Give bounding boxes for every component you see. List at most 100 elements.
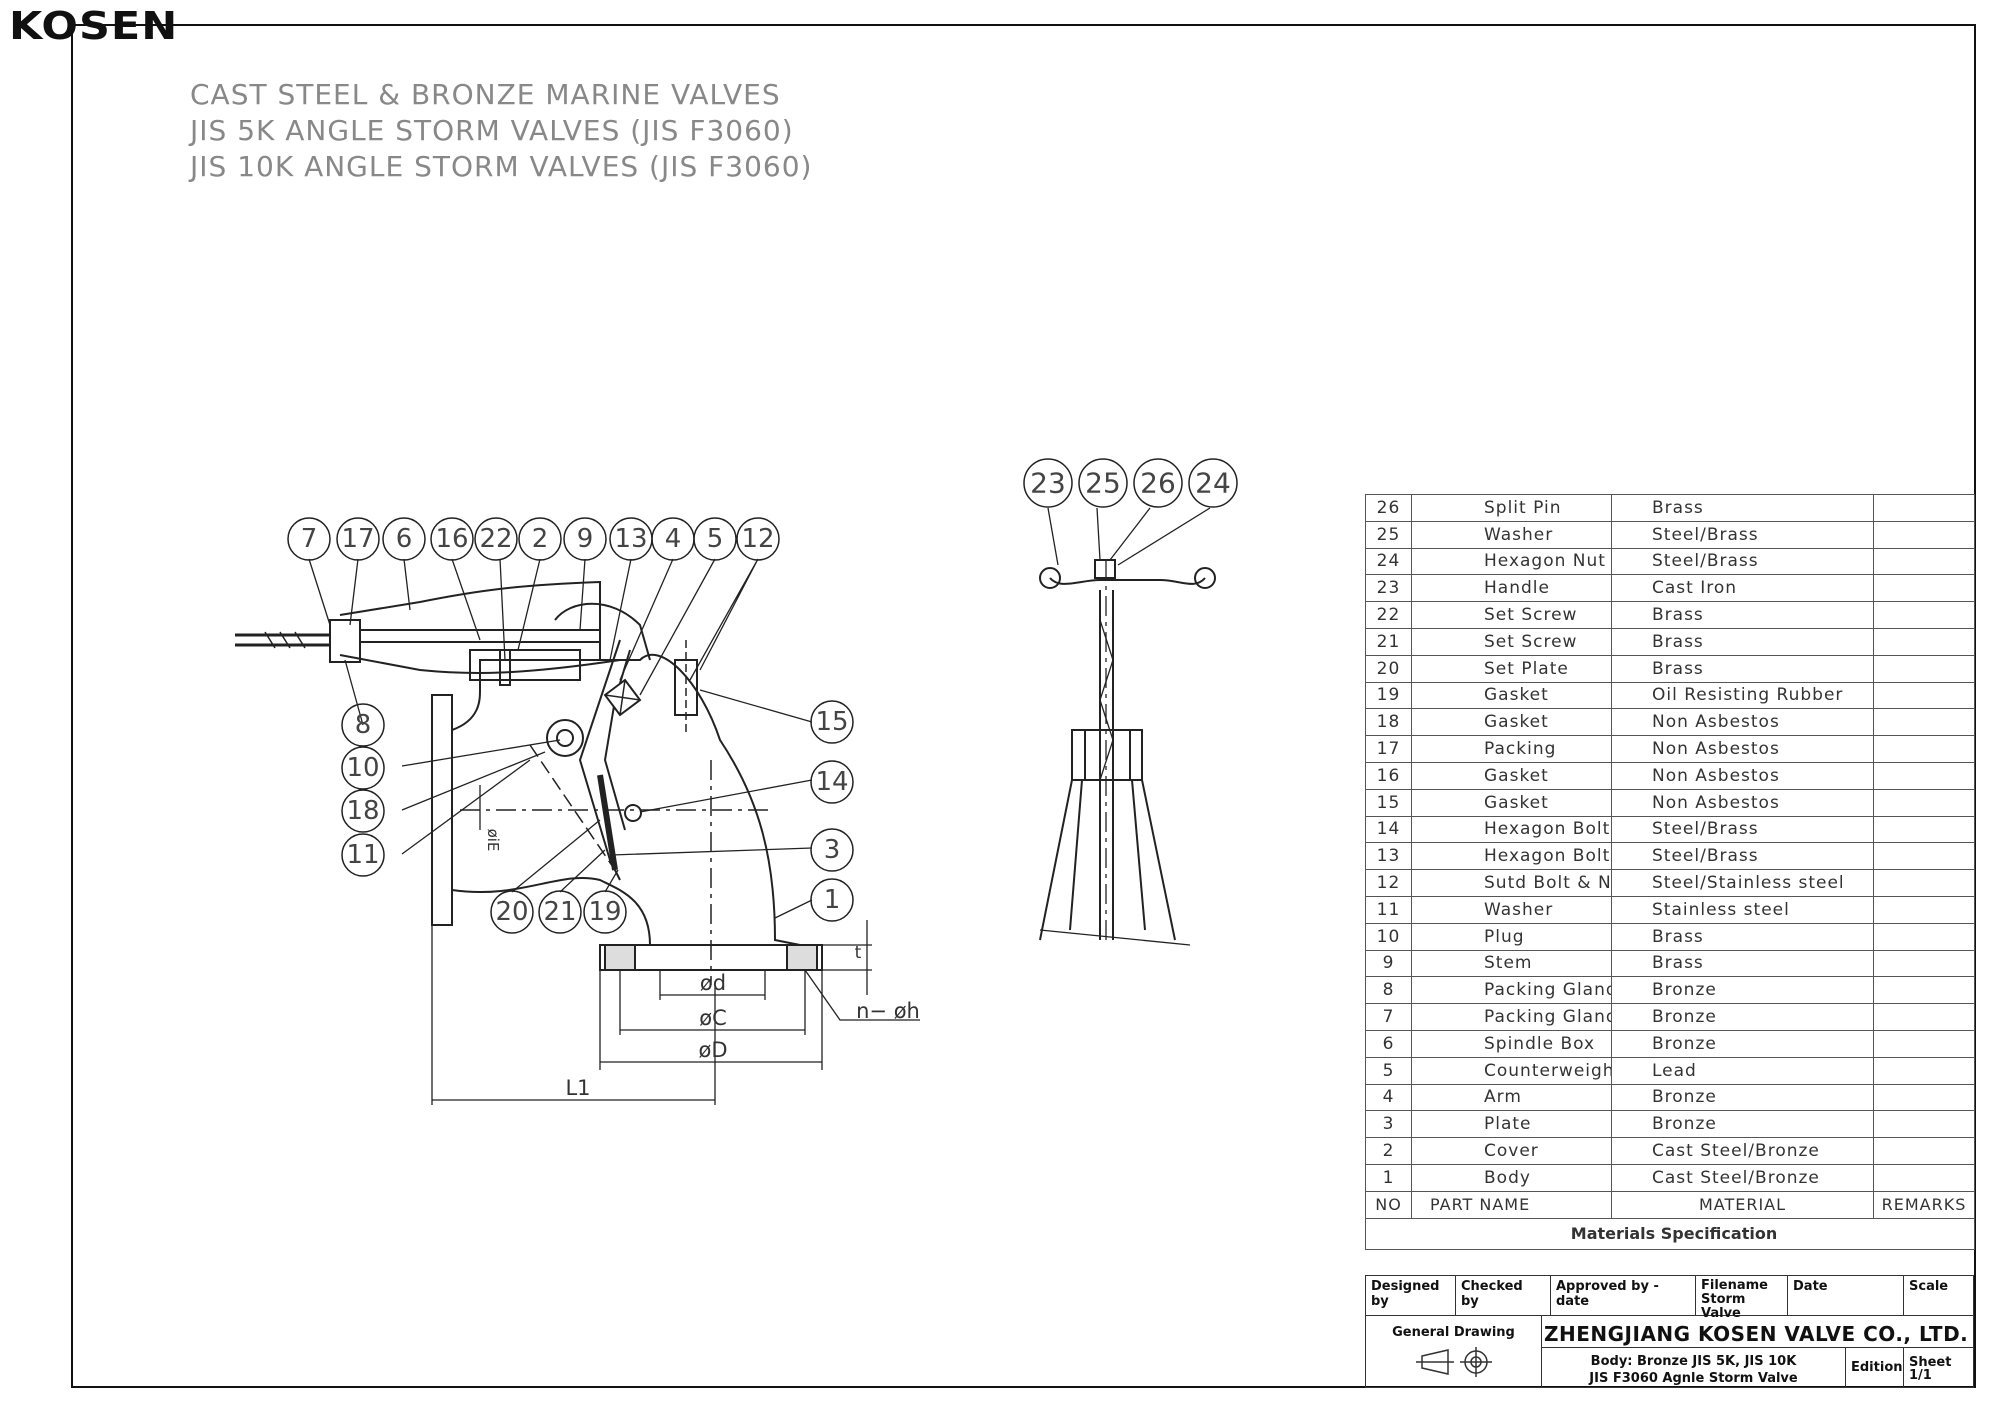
part-material: Bronze [1611, 1083, 1874, 1112]
part-material: Steel/Brass [1611, 842, 1874, 871]
body-line-1: Body: Bronze JIS 5K, JIS 10K [1590, 1354, 1797, 1369]
part-name: Plug [1411, 922, 1612, 951]
part-name: Plate [1411, 1110, 1612, 1139]
part-remarks [1873, 761, 1975, 790]
part-name: Stem [1411, 949, 1612, 978]
part-no: 12 [1365, 869, 1412, 897]
part-remarks [1873, 601, 1975, 629]
body-outline [451, 653, 801, 946]
designed-by: Designed by [1366, 1276, 1456, 1316]
balloon-10: 10 [346, 753, 379, 783]
part-name: Packing [1411, 735, 1612, 763]
part-no: 17 [1365, 735, 1412, 763]
balloons [287, 458, 1238, 934]
dim-D: øD [698, 1038, 727, 1062]
part-no: 8 [1365, 976, 1412, 1005]
part-material: Oil Resisting Rubber [1611, 681, 1874, 710]
balloon-1: 1 [824, 885, 841, 915]
leader-lines [308, 507, 1211, 919]
part-remarks [1873, 842, 1975, 871]
inlet-flange [431, 694, 453, 926]
dim-d: ød [700, 971, 726, 995]
date-cell: Date [1788, 1276, 1904, 1316]
part-name: Washer [1411, 520, 1612, 549]
balloon-12: 12 [741, 524, 774, 554]
part-material: Stainless steel [1611, 895, 1874, 924]
part-material: Steel/Brass [1611, 815, 1874, 844]
part-material: Bronze [1611, 1110, 1874, 1139]
part-remarks [1873, 654, 1975, 683]
part-no: 3 [1365, 1110, 1412, 1139]
title-line-3: JIS 10K ANGLE STORM VALVES (JIS F3060) [190, 150, 813, 183]
company-name: ZHENGJIANG KOSEN VALVE CO., LTD. [1542, 1316, 1974, 1348]
part-no: 23 [1365, 574, 1412, 603]
balloon-4: 4 [665, 524, 682, 554]
part-material: Brass [1611, 601, 1874, 629]
part-no: 9 [1365, 949, 1412, 978]
dim-e: øiE [484, 829, 502, 852]
part-remarks [1873, 976, 1975, 1005]
approved-by: Approved by - date [1551, 1276, 1696, 1316]
part-name: Gasket [1411, 708, 1612, 737]
body-description: Body: Bronze JIS 5K, JIS 10K JIS F3060 A… [1542, 1348, 1846, 1388]
balloon-19: 19 [588, 897, 621, 927]
part-name: Counterweight [1411, 1056, 1612, 1085]
header-part-name: PART NAME [1411, 1190, 1612, 1219]
part-no: 24 [1365, 547, 1412, 576]
part-material: Brass [1611, 627, 1874, 656]
part-remarks [1873, 708, 1975, 737]
balloon-14: 14 [815, 767, 848, 797]
part-name: Gasket [1411, 681, 1612, 710]
part-name: Hexagon Bolt & Nut [1411, 815, 1612, 844]
part-no: 22 [1365, 601, 1412, 629]
general-drawing-label: General Drawing [1392, 1325, 1515, 1340]
balloon-6: 6 [396, 524, 413, 554]
part-name: Hexagon Bolt & Nut [1411, 842, 1612, 871]
part-remarks [1873, 788, 1975, 817]
part-remarks [1873, 627, 1975, 656]
part-material: Bronze [1611, 1003, 1874, 1031]
balloon-5: 5 [707, 524, 724, 554]
part-no: 16 [1365, 761, 1412, 790]
header-remarks: REMARKS [1873, 1190, 1975, 1219]
part-material: Non Asbestos [1611, 761, 1874, 790]
part-material: Cast Iron [1611, 574, 1874, 603]
edition-cell: Edition [1846, 1348, 1904, 1388]
balloon-15: 15 [815, 707, 848, 737]
balloon-21: 21 [543, 897, 576, 927]
part-material: Non Asbestos [1611, 708, 1874, 737]
filename-label: Filename [1701, 1278, 1768, 1293]
part-remarks [1873, 681, 1975, 710]
part-name: Packing Gland Nut [1411, 1003, 1612, 1031]
sheet-value: 1/1 [1909, 1368, 1932, 1383]
title-line-1: CAST STEEL & BRONZE MARINE VALVES [190, 78, 781, 111]
title-line-2: JIS 5K ANGLE STORM VALVES (JIS F3060) [190, 114, 794, 147]
part-material: Lead [1611, 1056, 1874, 1085]
balloon-9: 9 [577, 524, 594, 554]
part-remarks [1873, 1029, 1975, 1058]
general-drawing-cell: General Drawing [1366, 1316, 1542, 1388]
part-remarks [1873, 895, 1975, 924]
part-name: Packing Gland [1411, 976, 1612, 1005]
caption-row: Materials Specification [1365, 1217, 1975, 1250]
part-material: Brass [1611, 949, 1874, 978]
